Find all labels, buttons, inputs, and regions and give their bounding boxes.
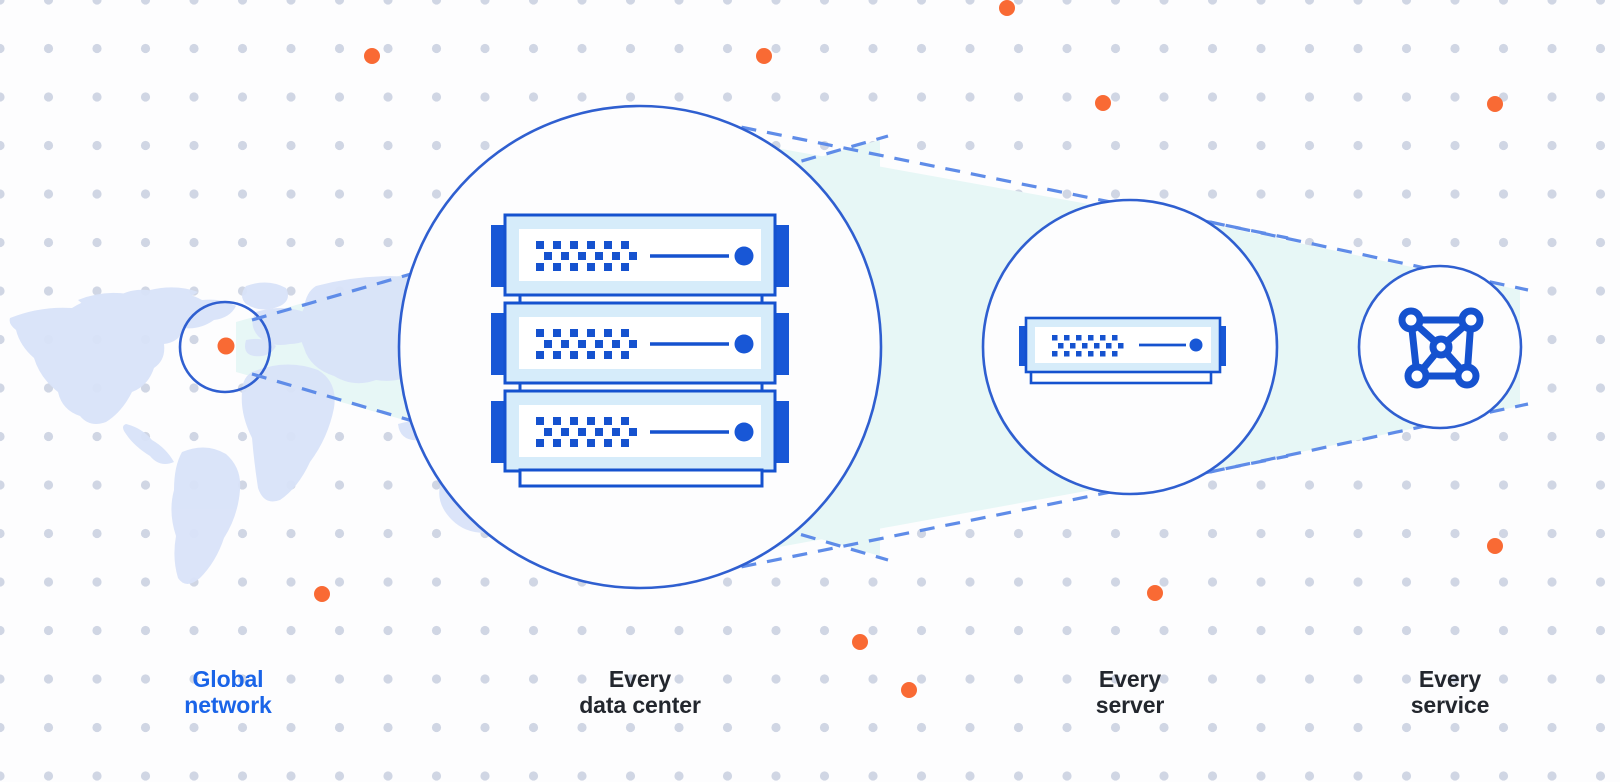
server-node[interactable]	[981, 198, 1279, 496]
dashed-line-dc-top	[715, 120, 1289, 240]
server-unit-1	[491, 213, 789, 297]
global-network-location-pin	[217, 337, 235, 355]
stage-label-every-server: Every server	[1095, 666, 1165, 718]
stage-label-every-data-center: Every data center	[579, 666, 701, 718]
server-unit-2	[491, 301, 789, 385]
service-node[interactable]	[1357, 264, 1523, 430]
global-network-circle	[178, 300, 272, 394]
single-server-icon	[1019, 316, 1226, 385]
server-unit-3	[491, 389, 789, 473]
dashed-line-dc-bottom	[715, 454, 1289, 574]
stage-label-every-service: Every service	[1410, 666, 1490, 718]
server-rack-icon	[491, 213, 789, 488]
global-network-node[interactable]	[178, 300, 272, 394]
network-mesh-nodes	[1398, 307, 1484, 389]
orange-accent-dots	[314, 0, 1503, 698]
stage-label-global-network: Global network	[184, 666, 272, 718]
data-center-node[interactable]	[397, 104, 883, 590]
